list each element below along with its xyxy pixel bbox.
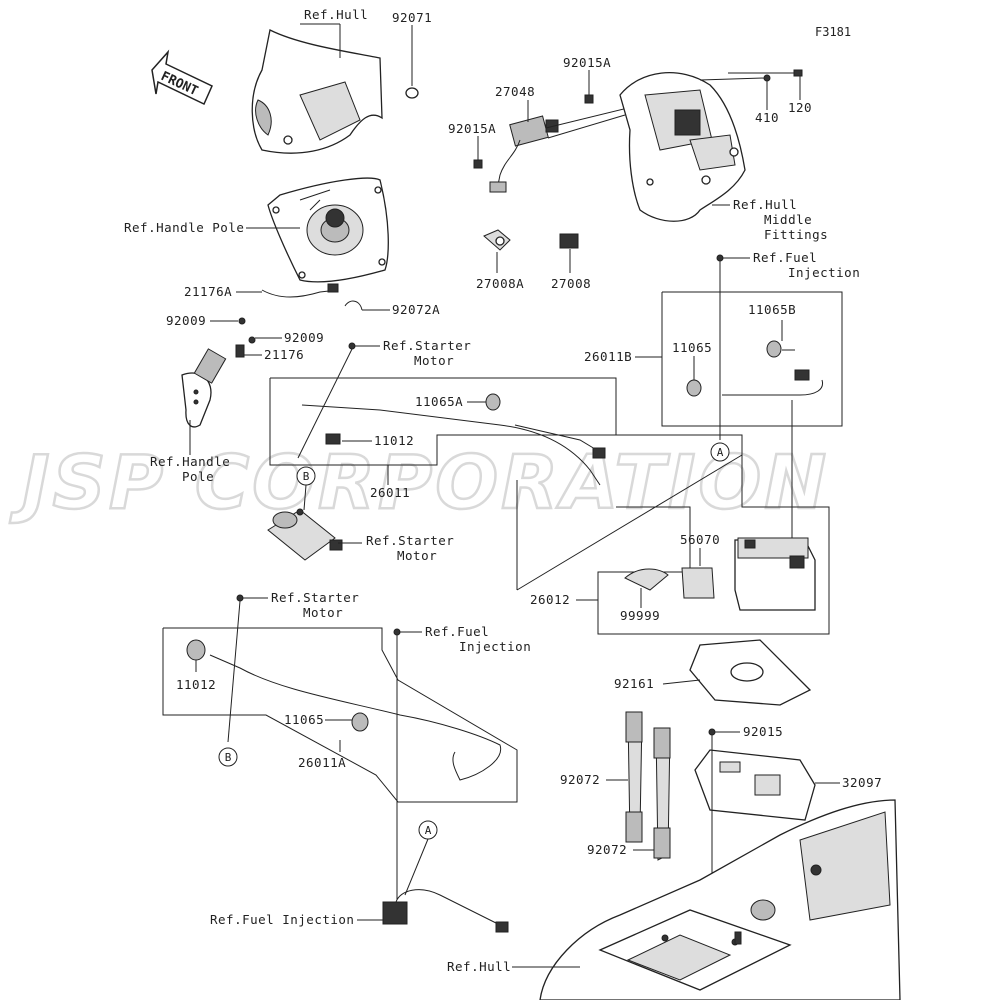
connector-27008-part — [559, 233, 579, 249]
label-ref-fuel-inj-bottom: Ref.Fuel Injection — [210, 912, 354, 927]
band-92072-a-part — [625, 711, 643, 843]
label-11065-b: 11065 — [284, 712, 324, 727]
label-26011A: 26011A — [298, 755, 346, 770]
label-56070: 56070 — [680, 532, 720, 547]
hull-middle-fittings-part — [619, 72, 746, 222]
hull-cover-part — [251, 29, 383, 154]
label-sheet-56070 — [681, 567, 715, 599]
fuel-injection-connector-part — [382, 889, 509, 933]
label-ref-handle-pole-2: Pole — [182, 469, 214, 484]
handle-pole-plate-part — [267, 177, 389, 283]
battery-tray-32097-part — [694, 749, 816, 821]
cap-11012-b — [186, 639, 206, 661]
band-92072-b-part — [653, 727, 671, 861]
label-92071: 92071 — [392, 10, 432, 25]
watermark: JSP CORPORATION — [9, 440, 829, 526]
handle-pole-switch-part — [181, 336, 256, 428]
callout-b-lower-text: B — [225, 751, 232, 764]
connector-27008A-part — [483, 229, 511, 251]
clip-92009-a — [238, 317, 246, 325]
switch-27048-part — [473, 94, 594, 193]
label-92015A-a: 92015A — [563, 55, 611, 70]
bolt-120 — [793, 69, 803, 77]
harness-21176A — [261, 289, 339, 298]
label-ref-hull-bottom: Ref.Hull — [447, 959, 511, 974]
cap-11065A — [485, 393, 501, 411]
label-92072A: 92072A — [392, 302, 440, 317]
cap-11065-a — [686, 379, 702, 397]
front-arrow-icon: FRONT — [151, 49, 213, 106]
label-ref-starter-3b: Motor — [303, 605, 343, 620]
label-11065B: 11065B — [748, 302, 796, 317]
label-11012-a: 11012 — [374, 433, 414, 448]
label-ref-fuel-inj-mid-2: Injection — [459, 639, 531, 654]
label-11065A: 11065A — [415, 394, 463, 409]
cable-26011A — [209, 654, 502, 781]
label-21176A: 21176A — [184, 284, 232, 299]
label-11012-b: 11012 — [176, 677, 216, 692]
label-ref-hull-mid-2: Middle — [764, 212, 812, 227]
label-92009-b: 92009 — [284, 330, 324, 345]
cable-26011B — [722, 379, 824, 396]
label-ref-hull-top: Ref.Hull — [304, 7, 368, 22]
nut-410 — [763, 74, 771, 82]
label-92015: 92015 — [743, 724, 783, 739]
sheet-99999 — [624, 568, 669, 591]
label-ref-hull-mid-3: Fittings — [764, 227, 828, 242]
callout-b-upper-text: B — [303, 470, 310, 483]
label-ref-handle-pole-1: Ref.Handle — [150, 454, 230, 469]
figure-code: F3181 — [815, 25, 851, 39]
hull-bottom-part — [539, 799, 901, 1000]
label-11065-a: 11065 — [672, 340, 712, 355]
label-92072-a: 92072 — [560, 772, 600, 787]
label-27048: 27048 — [495, 84, 535, 99]
label-92161: 92161 — [614, 676, 654, 691]
callout-a-upper-text: A — [717, 446, 724, 459]
label-92072-b: 92072 — [587, 842, 627, 857]
callout-a-lower-text: A — [425, 824, 432, 837]
label-ref-starter-2a: Ref.Starter — [366, 533, 454, 548]
label-ref-starter-1b: Motor — [414, 353, 454, 368]
starter-motor-part — [267, 508, 343, 561]
callout-a-upper — [710, 442, 730, 462]
label-ref-starter-3a: Ref.Starter — [271, 590, 359, 605]
mat-92161-part — [689, 639, 812, 706]
label-ref-handle-pole-top: Ref.Handle Pole — [124, 220, 244, 235]
label-ref-starter-2b: Motor — [397, 548, 437, 563]
label-92009-a: 92009 — [166, 313, 206, 328]
callout-b-lower — [218, 747, 238, 767]
label-ref-fuel-inj-mid-1: Ref.Fuel — [425, 624, 489, 639]
label-99999: 99999 — [620, 608, 660, 623]
label-410: 410 — [755, 110, 779, 125]
cable-26011 — [301, 404, 601, 486]
battery-part — [734, 537, 816, 611]
label-ref-hull-mid-1: Ref.Hull — [733, 197, 797, 212]
cap-11065-b — [351, 712, 369, 732]
label-ref-fuel-inj-top-2: Injection — [788, 265, 860, 280]
label-120: 120 — [788, 100, 812, 115]
label-26012: 26012 — [530, 592, 570, 607]
label-ref-fuel-inj-top-1: Ref.Fuel — [753, 250, 817, 265]
label-ref-starter-1a: Ref.Starter — [383, 338, 471, 353]
label-21176: 21176 — [264, 347, 304, 362]
label-26011B: 26011B — [584, 349, 632, 364]
band-92072A — [344, 300, 363, 311]
label-92015A-b: 92015A — [448, 121, 496, 136]
label-27008A: 27008A — [476, 276, 524, 291]
label-32097: 32097 — [842, 775, 882, 790]
cap-11065B — [766, 340, 782, 358]
label-26011: 26011 — [370, 485, 410, 500]
cap-11012-a — [325, 433, 341, 445]
grommet-92071 — [405, 87, 419, 99]
label-27008: 27008 — [551, 276, 591, 291]
